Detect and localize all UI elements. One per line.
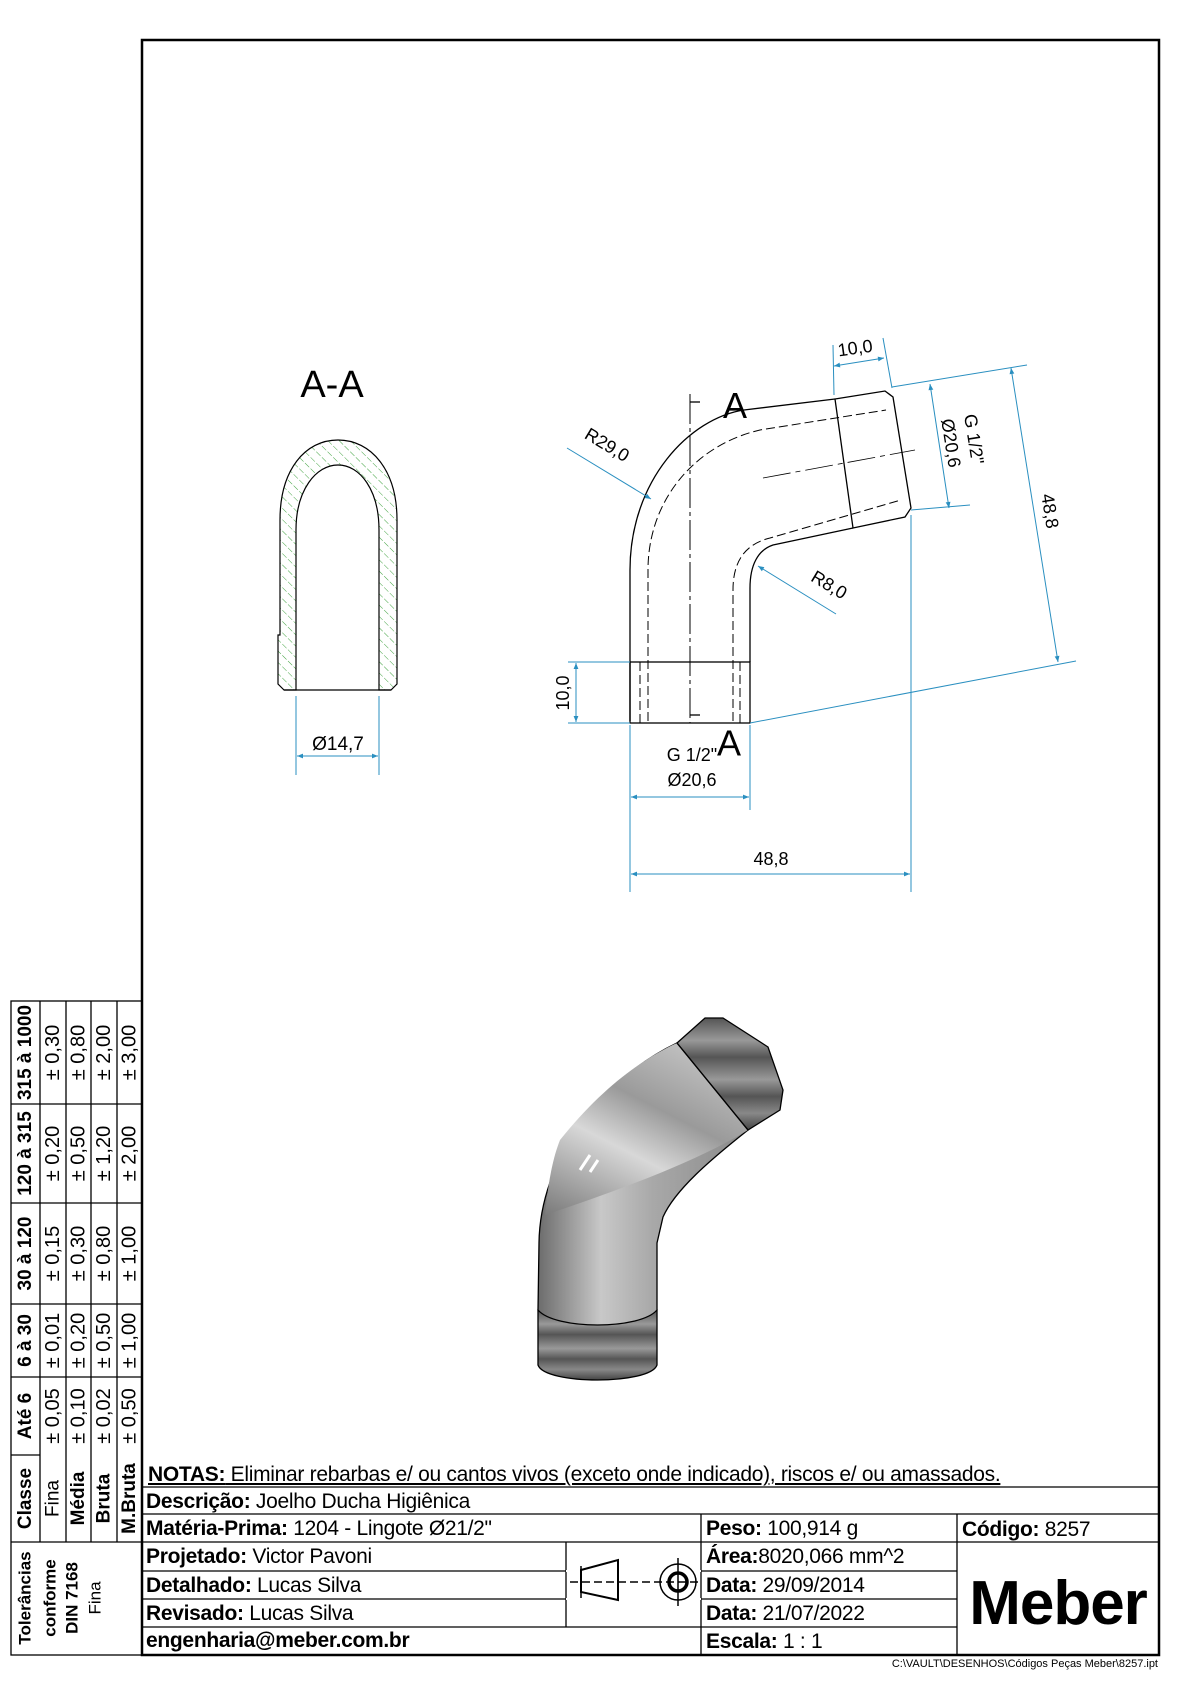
section-label: A-A — [300, 364, 364, 406]
tolerance-class-cell: Média — [68, 1471, 89, 1525]
tolerance-table-grid — [10, 1000, 143, 1656]
tolerance-value-cell: ± 1,00 — [119, 1226, 141, 1281]
description-label: Descrição: — [146, 1490, 251, 1513]
isometric-render — [537, 1017, 784, 1381]
tolerance-note-line: Tolerâncias — [16, 1551, 35, 1644]
dim-thread-bottom-line2: Ø20,6 — [667, 770, 716, 790]
tolerance-header-cell: 6 à 30 — [15, 1314, 36, 1367]
contact-email: engenharia@meber.com.br — [146, 1629, 410, 1652]
area-value: 8020,066 mm^2 — [758, 1545, 905, 1568]
tolerance-value-cell: ± 0,01 — [42, 1313, 64, 1368]
dim-thread-length-top: 10,0 — [836, 336, 873, 361]
tolerance-value-cell: ± 0,80 — [93, 1226, 115, 1281]
detailed-label: Detalhado: — [146, 1574, 252, 1597]
material: Matéria-Prima: 1204 - Lingote Ø21/2" — [146, 1518, 492, 1539]
section-view-a-a: A-A Ø14,7 — [277, 364, 398, 775]
code-label: Código: — [962, 1518, 1040, 1541]
tolerance-value-cell: ± 0,30 — [68, 1226, 90, 1281]
tolerance-header-cell: 120 à 315 — [15, 1111, 36, 1196]
date2-value: 21/07/2022 — [757, 1602, 865, 1625]
tolerance-header-cell: Classe — [15, 1468, 36, 1529]
tolerance-value-cell: ± 0,20 — [42, 1126, 64, 1181]
tolerance-value-cell: ± 0,20 — [68, 1313, 90, 1368]
code-value: 8257 — [1039, 1518, 1091, 1541]
material-value: 1204 - Lingote Ø21/2" — [287, 1517, 492, 1540]
date1-value: 29/09/2014 — [757, 1574, 865, 1597]
weight: Peso: 100,914 g — [706, 1518, 858, 1539]
revised-label: Revisado: — [146, 1602, 244, 1625]
dim-radius-inner: R8,0 — [808, 566, 851, 603]
tolerance-table: Classe Até 6 6 à 30 30 à 120 120 à 315 315 à … — [15, 1005, 141, 1645]
company-logo: Meber — [969, 1569, 1148, 1638]
detailed-value: Lucas Silva — [251, 1574, 362, 1597]
tolerance-value-cell: ± 0,02 — [93, 1388, 115, 1443]
notes-text: Eliminar rebarbas e/ ou cantos vivos (ex… — [225, 1463, 1001, 1486]
description: Descrição: Joelho Ducha Higiênica — [146, 1491, 470, 1512]
description-value: Joelho Ducha Higiênica — [250, 1490, 470, 1513]
tolerance-value-cell: ± 0,50 — [119, 1388, 141, 1443]
tolerance-value-cell: ± 0,10 — [68, 1388, 90, 1443]
designed-value: Victor Pavoni — [246, 1545, 372, 1568]
tolerance-class-cell: M.Bruta — [119, 1463, 140, 1534]
tolerance-class-cell: Fina — [43, 1480, 64, 1517]
tolerance-note-line: conforme — [41, 1559, 60, 1636]
notes-label: NOTAS: — [148, 1463, 226, 1486]
weight-value: 100,914 g — [761, 1517, 858, 1540]
tolerance-value-cell: ± 2,00 — [119, 1126, 141, 1181]
date1-label: Data: — [706, 1574, 758, 1597]
tolerance-value-cell: ± 0,50 — [93, 1313, 115, 1368]
dim-radius-outer: R29,0 — [581, 424, 632, 466]
tolerance-header-cell: Até 6 — [15, 1393, 36, 1439]
sheet-frame — [140, 38, 1161, 1657]
revised-by: Revisado: Lucas Silva — [146, 1602, 354, 1625]
tolerance-value-cell: ± 0,15 — [42, 1226, 64, 1281]
date2-label: Data: — [706, 1602, 758, 1625]
tolerance-note-line: Fina — [86, 1581, 105, 1615]
dimension-lines — [566, 337, 1077, 892]
scale-value: 1 : 1 — [777, 1630, 823, 1653]
section-mark-bottom: A — [717, 722, 741, 763]
dim-thread-bottom-line1: G 1/2" — [667, 745, 717, 765]
area: Área:8020,066 mm^2 — [706, 1545, 905, 1568]
notes: NOTAS: Eliminar rebarbas e/ ou cantos vi… — [148, 1463, 1001, 1486]
scale-label: Escala: — [706, 1630, 778, 1653]
tolerance-value-cell: ± 2,00 — [93, 1025, 115, 1080]
code: Código: 8257 — [962, 1518, 1091, 1541]
designed-label: Projetado: — [146, 1545, 247, 1568]
tolerance-value-cell: ± 0,80 — [68, 1025, 90, 1080]
designed-by: Projetado: Victor Pavoni — [146, 1546, 372, 1567]
file-path: C:\VAULT\DESENHOS\Códigos Peças Meber\82… — [891, 1658, 1158, 1670]
section-mark-top: A — [723, 385, 747, 426]
tolerance-value-cell: ± 1,20 — [93, 1126, 115, 1181]
first-angle-projection-symbol-icon — [570, 1558, 700, 1606]
dim-width-bottom: 48,8 — [753, 849, 788, 869]
tolerance-header-cell: 30 à 120 — [15, 1217, 36, 1291]
tolerance-value-cell: ± 0,05 — [42, 1388, 64, 1443]
tolerance-value-cell: ± 0,30 — [42, 1025, 64, 1080]
tolerance-header-cell: 315 à 1000 — [15, 1005, 36, 1100]
date-revised: Data: 21/07/2022 — [706, 1603, 865, 1624]
tolerance-value-cell: ± 3,00 — [119, 1025, 141, 1080]
dim-height-right: 48,8 — [1037, 492, 1062, 530]
tolerance-value-cell: ± 0,50 — [68, 1126, 90, 1181]
area-label: Área: — [706, 1545, 759, 1568]
dim-section-diameter: Ø14,7 — [312, 734, 364, 755]
date-created: Data: 29/09/2014 — [706, 1575, 865, 1596]
tolerance-value-cell: ± 1,00 — [119, 1313, 141, 1368]
material-label: Matéria-Prima: — [146, 1517, 288, 1540]
weight-label: Peso: — [706, 1517, 762, 1540]
scale: Escala: 1 : 1 — [706, 1630, 823, 1653]
side-view-elbow — [629, 390, 916, 724]
tolerance-note-line: DIN 7168 — [63, 1562, 82, 1634]
dim-thread-length-bottom: 10,0 — [553, 675, 573, 710]
detailed-by: Detalhado: Lucas Silva — [146, 1575, 361, 1596]
title-block-grid — [142, 1486, 1159, 1655]
tolerance-class-cell: Bruta — [94, 1473, 115, 1523]
revised-value: Lucas Silva — [243, 1602, 354, 1625]
